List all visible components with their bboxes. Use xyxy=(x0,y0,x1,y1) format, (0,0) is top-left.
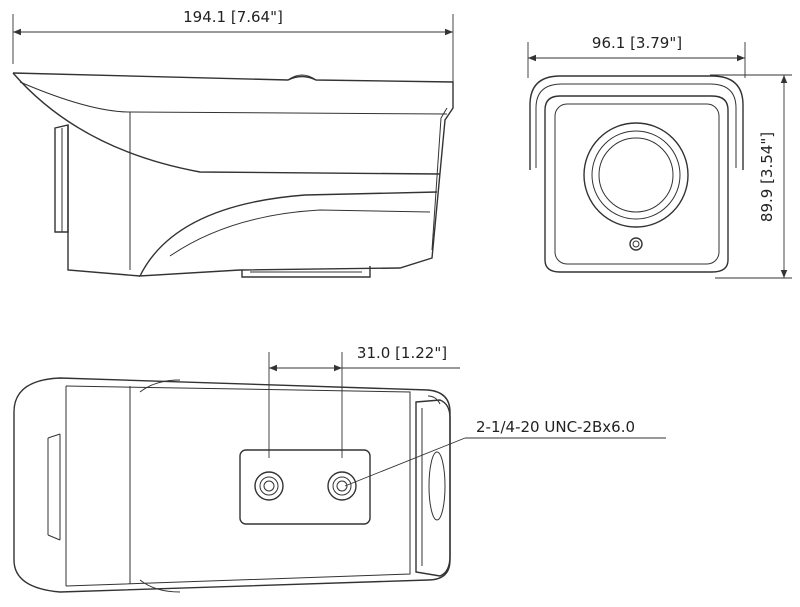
mount-hole-left xyxy=(254,471,284,501)
mount-hole-right xyxy=(327,471,357,501)
hole-spacing-dimension: 31.0 [1.22"] xyxy=(268,344,460,458)
front-housing xyxy=(544,95,729,273)
mount-plate xyxy=(239,449,371,525)
front-lens-edge xyxy=(428,451,446,521)
hole-spacing-label: 31.0 [1.22"] xyxy=(357,344,447,362)
front-width-label: 96.1 [3.79"] xyxy=(592,34,682,52)
bottom-outline xyxy=(13,377,451,593)
side-length-dimension: 194.1 [7.64"] xyxy=(12,8,454,100)
front-view: 96.1 [3.79"] 89.9 [3.54"] xyxy=(527,34,792,279)
side-length-label: 194.1 [7.64"] xyxy=(183,8,283,26)
bottom-view: 31.0 [1.22"] 2-1/4-20 UNC-2Bx6.0 xyxy=(13,344,666,593)
front-height-label: 89.9 [3.54"] xyxy=(758,132,776,222)
front-height-dimension: 89.9 [3.54"] xyxy=(710,74,792,279)
lens-outer xyxy=(583,122,689,228)
mount-block xyxy=(241,266,371,278)
thread-callout: 2-1/4-20 UNC-2Bx6.0 xyxy=(344,418,666,487)
front-width-dimension: 96.1 [3.79"] xyxy=(527,34,746,78)
front-sunshade xyxy=(529,75,744,170)
ir-sensor xyxy=(629,237,643,251)
side-view: 194.1 [7.64"] xyxy=(12,8,454,278)
thread-label: 2-1/4-20 UNC-2Bx6.0 xyxy=(476,418,635,436)
front-cap xyxy=(415,399,451,577)
